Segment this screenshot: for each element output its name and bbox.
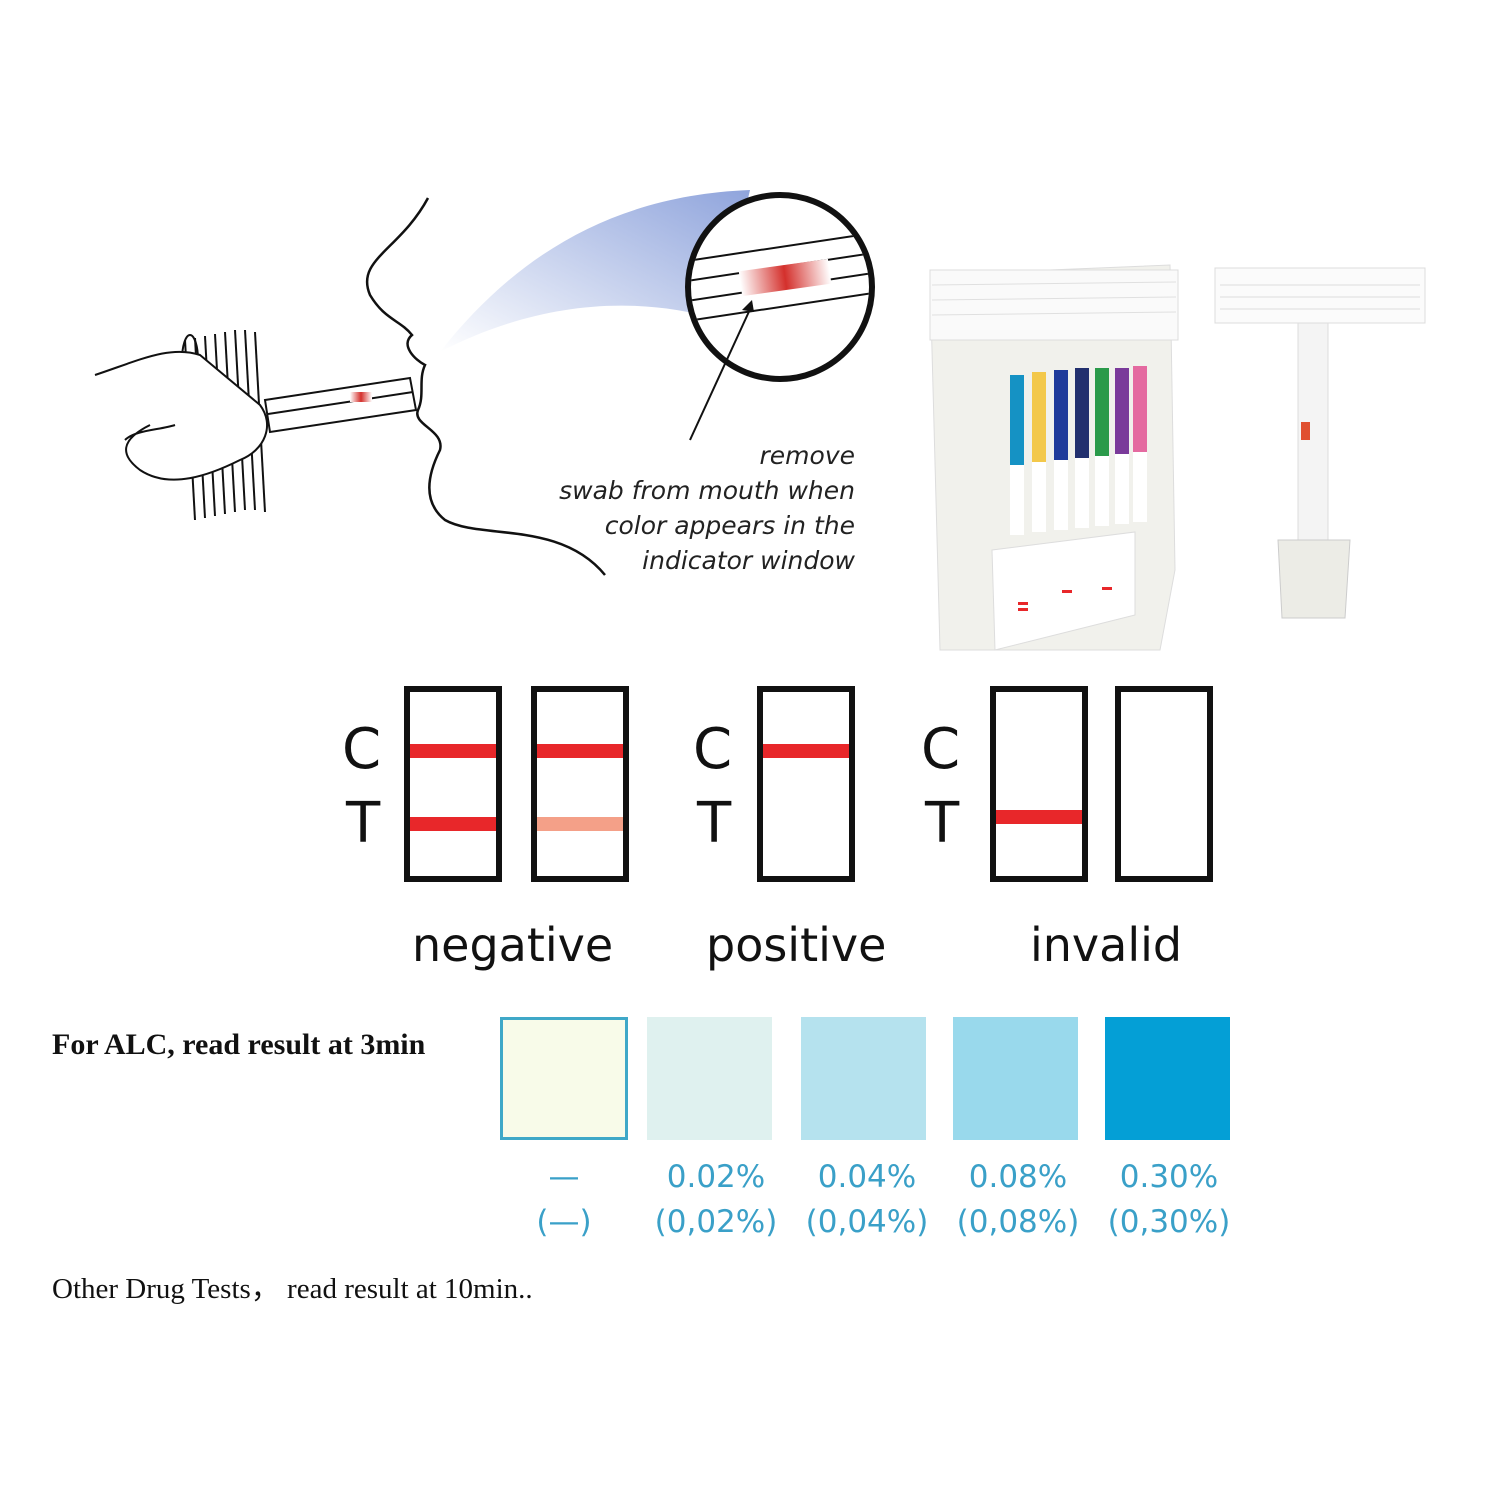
swatch-negative	[500, 1017, 628, 1140]
swatch-label: 0.04% (0,04%)	[792, 1155, 942, 1245]
swab-illustration	[94, 190, 875, 576]
swatch-subvalue: (0,02%)	[654, 1204, 778, 1240]
alcohol-heading: For ALC, read result at 3min	[52, 1028, 426, 1061]
swatch-label: 0.02% (0,02%)	[641, 1155, 791, 1245]
test-cup-product	[929, 264, 1179, 651]
result-label-negative: negative	[412, 918, 614, 972]
swatch-value: 0.02%	[666, 1159, 766, 1195]
test-strip-window	[531, 686, 629, 882]
control-line	[763, 744, 849, 758]
magnifier-circle	[685, 192, 875, 441]
magnify-cone	[440, 190, 750, 352]
control-line-label: C	[693, 717, 733, 782]
swatch-label: 0.30% (0,30%)	[1094, 1155, 1244, 1245]
swatch-value: 0.08%	[968, 1159, 1068, 1195]
test-line-label: T	[697, 791, 732, 856]
instruction-caption: remove swab from mouth when color appear…	[520, 438, 855, 578]
faint-test-line	[537, 817, 623, 831]
swatch-label: 0.08% (0,08%)	[943, 1155, 1093, 1245]
swatch-0-30	[1105, 1017, 1230, 1140]
control-line	[410, 744, 496, 758]
swatch-subvalue: (0,04%)	[805, 1204, 929, 1240]
swatch-subvalue: (0,08%)	[956, 1204, 1080, 1240]
swatch-subvalue: (0,30%)	[1107, 1204, 1231, 1240]
face-profile-icon	[365, 197, 606, 576]
test-strip-window	[404, 686, 502, 882]
caption-line: color appears in the	[604, 511, 855, 540]
product-images	[929, 264, 1426, 651]
control-line-label: C	[342, 717, 382, 782]
result-label-invalid: invalid	[1030, 918, 1183, 972]
test-line-label: T	[925, 791, 960, 856]
swatch-0-08	[953, 1017, 1078, 1140]
swatch-subvalue: (—)	[536, 1204, 592, 1240]
test-strip-window	[757, 686, 855, 882]
test-line-label: T	[346, 791, 381, 856]
oral-swab-product	[1214, 267, 1426, 619]
swab-device	[94, 329, 418, 521]
swatch-label: — (—)	[489, 1155, 639, 1245]
hand-icon	[94, 350, 269, 481]
caption-line: indicator window	[642, 546, 855, 575]
swatch-value: 0.04%	[817, 1159, 917, 1195]
other-drug-tests-note: Other Drug Tests， read result at 10min..	[52, 1273, 533, 1305]
caption-line: swab from mouth when	[559, 476, 855, 505]
result-label-positive: positive	[706, 918, 887, 972]
test-line	[996, 810, 1082, 824]
control-line-label: C	[921, 717, 961, 782]
control-line	[537, 744, 623, 758]
test-strip-window	[990, 686, 1088, 882]
swatch-value: 0.30%	[1119, 1159, 1219, 1195]
swatch-0-04	[801, 1017, 926, 1140]
test-strip-window	[1115, 686, 1213, 882]
swatch-0-02	[647, 1017, 772, 1140]
caption-line: remove	[759, 441, 855, 470]
swatch-value: —	[548, 1159, 580, 1195]
test-line	[410, 817, 496, 831]
